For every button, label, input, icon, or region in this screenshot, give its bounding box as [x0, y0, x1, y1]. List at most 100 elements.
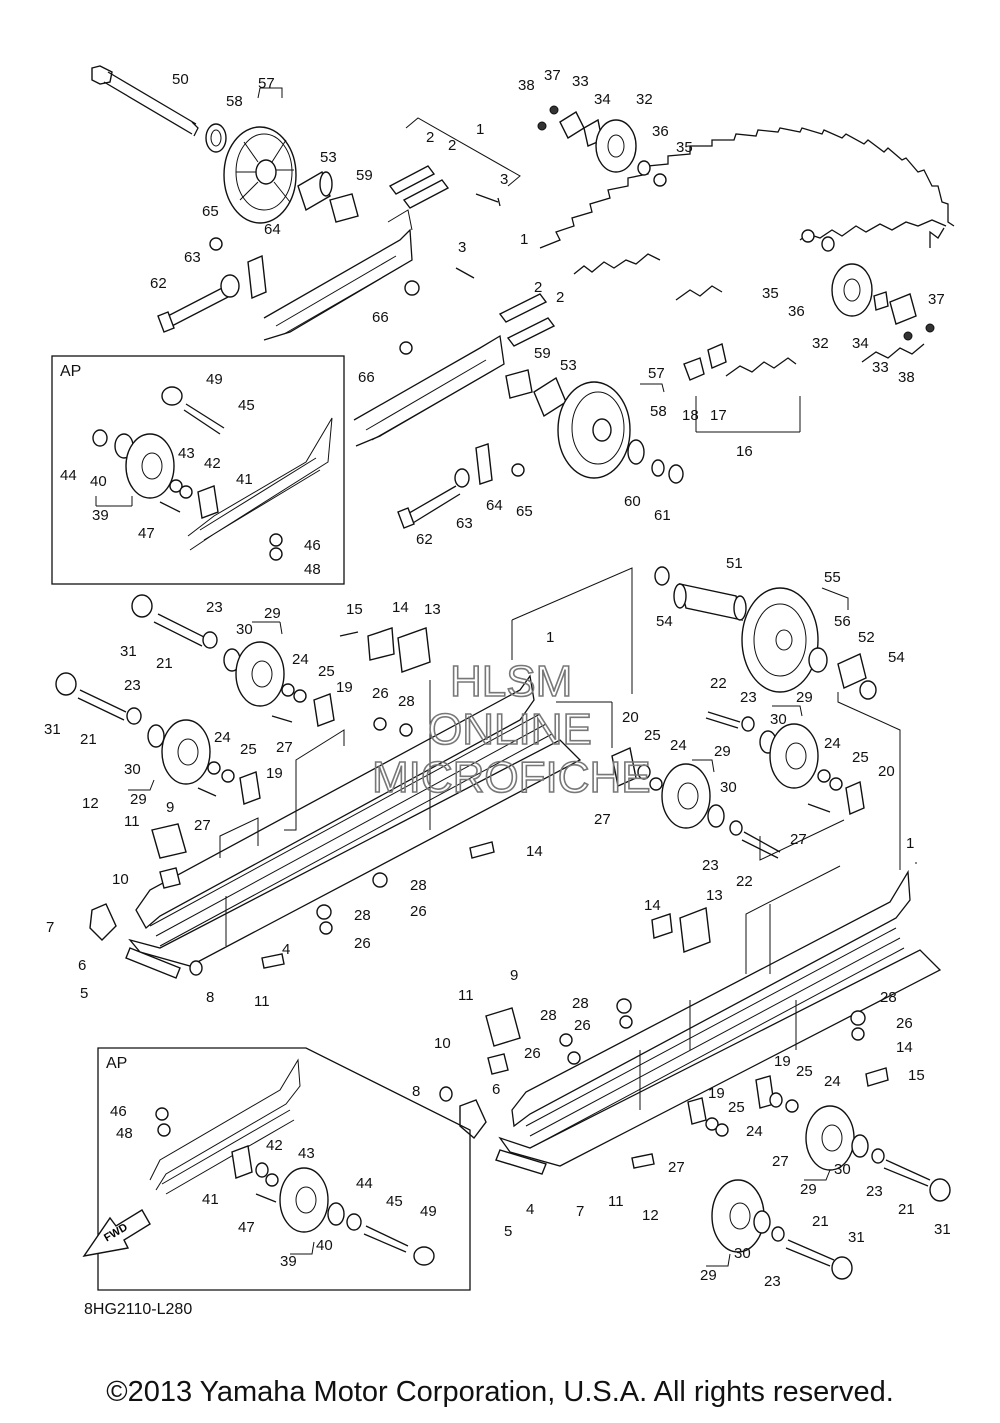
callout-33b: 33: [872, 359, 889, 376]
callout-10: 10: [112, 871, 129, 888]
callout-9: 9: [166, 799, 174, 816]
right-wheels-middle: [611, 711, 865, 859]
callout-14: 14: [392, 599, 409, 616]
diagram-code: 8HG2110-L280: [84, 1301, 192, 1318]
callout-29d: 29: [714, 743, 731, 760]
callout-14c: 14: [644, 897, 661, 914]
callout-31c: 31: [934, 1221, 951, 1238]
callout-30d: 30: [720, 779, 737, 796]
ap-inset-top: AP: [51, 355, 345, 585]
callout-24b: 24: [214, 729, 231, 746]
ap-inset-bottom: AP: [97, 1047, 471, 1291]
callout-41b: 41: [202, 1191, 219, 1208]
callout-3b: 3: [458, 239, 466, 256]
callout-65b: 65: [516, 503, 533, 520]
callout-21c: 21: [898, 1201, 915, 1218]
callout-21: 21: [156, 655, 173, 672]
callout-58: 58: [226, 93, 243, 110]
callout-46: 46: [304, 537, 321, 554]
callout-30: 30: [236, 621, 253, 638]
leader-lines: [219, 567, 917, 1110]
callout-25e: 25: [796, 1063, 813, 1080]
callout-11d: 11: [608, 1193, 624, 1210]
callout-64b: 64: [486, 497, 503, 514]
callout-15: 15: [346, 601, 363, 618]
callout-31d: 31: [848, 1229, 865, 1246]
callout-24c: 24: [670, 737, 687, 754]
callout-11b: 11: [254, 993, 270, 1010]
callout-57b: 57: [648, 365, 665, 382]
rear-axle-assembly: [654, 566, 877, 700]
callout-63: 63: [184, 249, 201, 266]
callout-30e: 30: [834, 1161, 851, 1178]
callout-30c: 30: [770, 711, 787, 728]
callout-1: 1: [476, 121, 484, 138]
callout-19c: 19: [774, 1053, 791, 1070]
callout-32: 32: [636, 91, 653, 108]
callout-50: 50: [172, 71, 189, 88]
callout-12: 12: [82, 795, 99, 812]
callout-47: 47: [138, 525, 155, 542]
callout-58b: 58: [650, 403, 667, 420]
callout-7b: 7: [576, 1203, 584, 1220]
callout-57: 57: [258, 75, 275, 92]
callout-36: 36: [652, 123, 669, 140]
callout-23d: 23: [702, 857, 719, 874]
callout-31b: 31: [44, 721, 61, 738]
callout-28c: 28: [354, 907, 371, 924]
right-wheels-lower: [711, 1105, 951, 1280]
callout-36b: 36: [788, 303, 805, 320]
callout-24e: 24: [824, 1073, 841, 1090]
callout-42b: 42: [266, 1137, 283, 1154]
callout-2c: 2: [534, 279, 542, 296]
callout-30f: 30: [734, 1245, 751, 1262]
callout-25d: 25: [852, 749, 869, 766]
callout-23b: 23: [124, 677, 141, 694]
callout-29e: 29: [800, 1181, 817, 1198]
callout-12b: 12: [642, 1207, 659, 1224]
upper-small-idler-right: [683, 229, 935, 433]
callout-21b: 21: [80, 731, 97, 748]
callout-17: 17: [710, 407, 727, 424]
callout-56: 56: [834, 613, 851, 630]
callout-8: 8: [206, 989, 214, 1006]
slide-rail-left: [89, 627, 582, 979]
group-brackets: [95, 87, 849, 1267]
callout-35: 35: [676, 139, 693, 156]
watermark: HLSM ONLINE MICROFICHE: [371, 656, 651, 803]
watermark-line-1: HLSM: [450, 657, 572, 706]
callout-28: 28: [398, 693, 415, 710]
callout-29b: 29: [130, 791, 147, 808]
callout-28f: 28: [880, 989, 897, 1006]
callout-25c: 25: [644, 727, 661, 744]
callout-26b: 26: [410, 903, 427, 920]
callout-53b: 53: [560, 357, 577, 374]
callout-26c: 26: [354, 935, 371, 952]
callout-61: 61: [654, 507, 671, 524]
callout-29c: 29: [796, 689, 813, 706]
callout-40b: 40: [316, 1237, 333, 1254]
callout-15b: 15: [908, 1067, 925, 1084]
callout-22: 22: [710, 675, 727, 692]
callout-30b: 30: [124, 761, 141, 778]
ap-label-bottom: AP: [106, 1055, 127, 1072]
callout-43b: 43: [298, 1145, 315, 1162]
callout-34: 34: [594, 91, 611, 108]
callout-45b: 45: [386, 1193, 403, 1210]
callout-24f: 24: [746, 1123, 763, 1140]
callout-44b: 44: [356, 1175, 373, 1192]
callout-14b: 14: [526, 843, 543, 860]
callout-5b: 5: [504, 1223, 512, 1240]
callout-28b: 28: [410, 877, 427, 894]
track-belt: [539, 127, 955, 377]
forward-arrow-icon: FWD: [82, 1209, 151, 1257]
callout-18: 18: [682, 407, 699, 424]
callout-40: 40: [90, 473, 107, 490]
left-wheels-front: [55, 594, 335, 805]
callout-10b: 10: [434, 1035, 451, 1052]
callout-49: 49: [206, 371, 223, 388]
callout-65: 65: [202, 203, 219, 220]
callout-26e: 26: [524, 1045, 541, 1062]
callout-14d: 14: [896, 1039, 913, 1056]
callout-19: 19: [336, 679, 353, 696]
